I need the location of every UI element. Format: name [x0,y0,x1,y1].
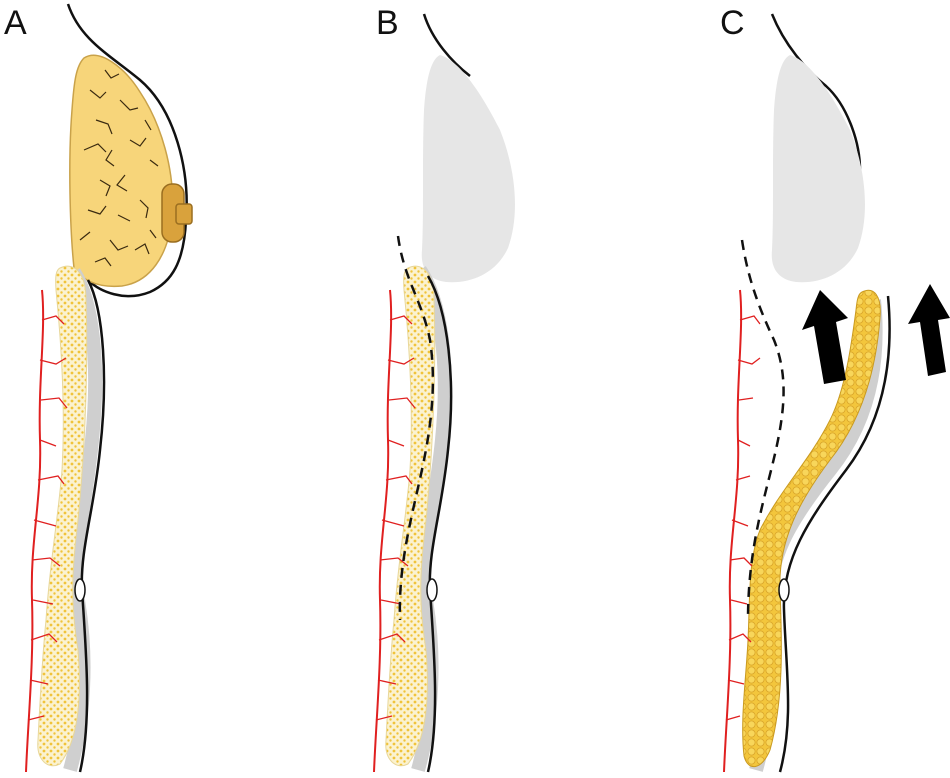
skin-line-c [778,295,891,773]
panel-b [373,13,515,773]
skin-line-a [78,279,106,773]
skin-contour-upper-c [770,13,862,171]
umbilicus-c [778,578,790,602]
nipple-a [175,203,193,225]
umbilicus-a [74,578,86,602]
panel-c [723,13,950,773]
vessel-main-c [723,289,743,773]
vessel-branches-a [27,315,68,721]
panel-label-c: C [720,4,745,42]
breast-ducts-a [79,69,159,267]
breast-tissue-a [69,54,174,288]
skin-line-b [426,275,453,773]
skin-contour-upper-b [422,13,471,77]
vessel-branches-b [375,315,416,721]
panel-a [25,3,193,773]
vessel-branches-c [725,315,761,721]
panel-label-b: B [376,4,399,42]
removed-breast-b [421,55,515,283]
skin-shadow-a [63,268,103,772]
removed-breast-c [771,55,865,283]
incision-dashed-c [740,239,785,621]
umbilicus-b [426,578,438,602]
fat-layer-a [37,265,88,767]
incision-dashed-b [396,235,435,621]
vessel-main-b [373,289,393,773]
panel-label-a: A [4,4,27,42]
fat-flap-advanced-c [742,289,881,767]
arrow-up-right-icon [908,284,950,376]
skin-contour-upper-a [66,3,188,298]
vessel-main-a [25,289,45,773]
arrow-up-left-icon [802,290,848,384]
fat-layer-b [385,265,436,767]
skin-shadow-b [411,266,452,772]
